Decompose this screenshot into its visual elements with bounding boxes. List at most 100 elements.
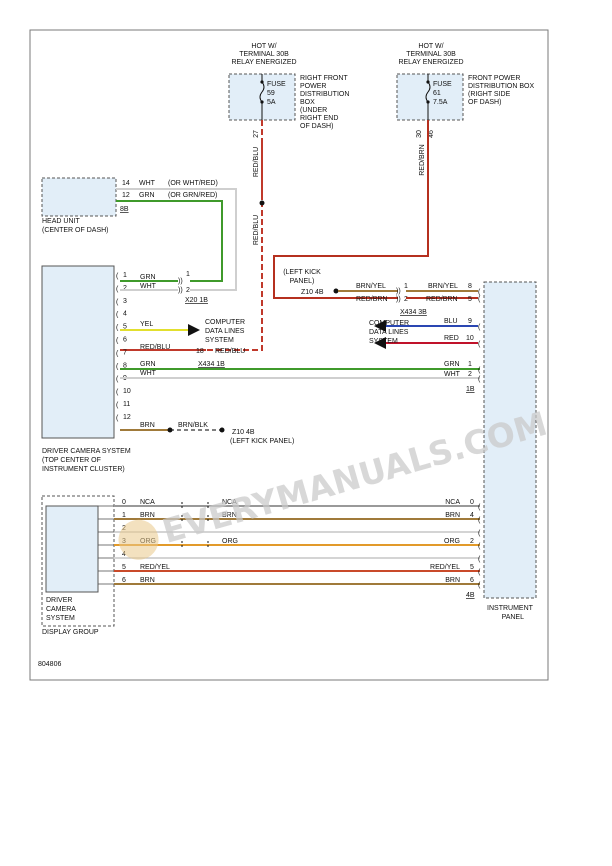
instrument-panel: INSTRUMENT PANEL bbox=[483, 281, 537, 621]
ip-terminal-icon: ( bbox=[478, 556, 481, 563]
camera-name-1: DRIVER CAMERA SYSTEM bbox=[42, 448, 131, 455]
ip-computer-2: DATA LINES bbox=[369, 329, 409, 336]
ground-point-icon bbox=[333, 288, 339, 294]
wire-grn-head bbox=[116, 200, 223, 282]
head-unit-wire-12: GRN bbox=[139, 192, 155, 199]
camera-pin-terminal-icon: ( bbox=[116, 402, 119, 409]
fuse61-header-3: RELAY ENERGIZED bbox=[398, 59, 463, 66]
camera-pin-terminal-icon: ( bbox=[116, 376, 119, 383]
kick-row1-ip: 8 bbox=[468, 283, 472, 290]
head-unit-connector: 8B bbox=[120, 206, 129, 213]
wire-wht-head bbox=[116, 188, 237, 291]
ip-terminal-icon: ( bbox=[478, 517, 481, 524]
kick-panel: (LEFT KICK PANEL) Z10 4B BRN/YEL RED/BRN… bbox=[283, 269, 478, 316]
ip-name-2: PANEL bbox=[502, 614, 525, 621]
fuse61-rating: 7.5A bbox=[433, 99, 448, 106]
display-ip-pin: 2 bbox=[470, 538, 474, 545]
display-name-3: SYSTEM bbox=[46, 615, 75, 622]
ip-terminal-icon: ( bbox=[478, 543, 481, 550]
splice-point bbox=[259, 200, 265, 206]
ip-terminal-icon: ( bbox=[478, 530, 481, 537]
display-pin-number: 1 bbox=[122, 512, 126, 519]
fuse61-number: 61 bbox=[433, 90, 441, 97]
camera-wire-label: BRN bbox=[140, 422, 155, 429]
display-wire-mid: NCA bbox=[222, 499, 237, 506]
camera-pin-number: 2 bbox=[123, 285, 127, 292]
fuse61-header-1: HOT W/ bbox=[418, 43, 443, 50]
camera-pin-number: 6 bbox=[123, 337, 127, 344]
display-wire-right: ORG bbox=[444, 538, 460, 545]
ip-terminal-icon: ( bbox=[478, 367, 481, 374]
display-pin-number: 0 bbox=[122, 499, 126, 506]
head-unit-wire-14: WHT bbox=[139, 180, 156, 187]
camera-name-2: (TOP CENTER OF bbox=[42, 457, 101, 464]
camera-pin-terminal-icon: ( bbox=[116, 312, 119, 319]
ip-wire-grn: GRN bbox=[444, 361, 460, 368]
camera-pin-terminal-icon: ( bbox=[116, 350, 119, 357]
ip-name-1: INSTRUMENT bbox=[487, 605, 534, 612]
x20-label: X20 1B bbox=[185, 297, 208, 304]
head-unit-pin-14: 14 bbox=[122, 180, 130, 187]
ip-terminal-icon: ( bbox=[478, 296, 481, 303]
camera-wire-label: WHT bbox=[140, 370, 157, 377]
kick-row1-num: 1 bbox=[404, 283, 408, 290]
camera-pin-list: 1(2(3(4(5(6(7(8(9(10(11(12(GRNWHTYELRED/… bbox=[116, 272, 170, 429]
cam-computer-3: SYSTEM bbox=[205, 337, 234, 344]
ip-terminal-icon: ( bbox=[478, 324, 481, 331]
camera-wire-label: WHT bbox=[140, 283, 157, 290]
kick-row2-ip: 5 bbox=[468, 296, 472, 303]
camera-wire-label: GRN bbox=[140, 274, 156, 281]
ip-terminal-icon: ( bbox=[478, 376, 481, 383]
ip-data-red-pin: 10 bbox=[466, 335, 474, 342]
fuse59-loc-2: POWER bbox=[300, 83, 326, 90]
display-wire-mid: ORG bbox=[222, 538, 238, 545]
fuse59-loc-5: (UNDER bbox=[300, 107, 327, 114]
kick-symbol-1: )) bbox=[396, 288, 401, 295]
display-group: DRIVER CAMERA SYSTEM DISPLAY GROUP bbox=[41, 495, 115, 636]
display-wire-left: BRN bbox=[140, 512, 155, 519]
kick-symbol-2: )) bbox=[396, 296, 401, 303]
fuse59-pin: 27 bbox=[253, 130, 260, 138]
kick-ground: Z10 4B bbox=[301, 289, 324, 296]
ip-computer-1: COMPUTER bbox=[369, 320, 409, 327]
display-pin-number: 4 bbox=[122, 551, 126, 558]
display-wire-right: RED/YEL bbox=[430, 564, 460, 571]
display-wire-left: NCA bbox=[140, 499, 155, 506]
x434-label: X434 1B bbox=[198, 361, 225, 368]
display-pin-number: 5 bbox=[122, 564, 126, 571]
ip-connector-marks: (((((( bbox=[478, 289, 481, 383]
display-wire-left: BRN bbox=[140, 577, 155, 584]
fuse59-wire-label: RED/BLU bbox=[253, 147, 260, 177]
display-ip-pin: 4 bbox=[470, 512, 474, 519]
ip-data-blu: BLU bbox=[444, 318, 458, 325]
gnd-wire-label: BRN/BLK bbox=[178, 422, 208, 429]
watermark-logo-icon bbox=[118, 519, 159, 560]
display-name-1: DRIVER bbox=[46, 597, 72, 604]
fuse61-label: FUSE bbox=[433, 81, 452, 88]
kick-row2-lw: RED/BRN bbox=[356, 296, 388, 303]
camera-pin-terminal-icon: ( bbox=[116, 415, 119, 422]
fuse59-wire-label-2: RED/BLU bbox=[253, 215, 260, 245]
fuse59-loc-1: RIGHT FRONT bbox=[300, 75, 348, 82]
head-unit-name-2: (CENTER OF DASH) bbox=[42, 227, 109, 234]
display-wire-right: BRN bbox=[445, 512, 460, 519]
wire-red-brn bbox=[273, 120, 429, 299]
display-wire-right: BRN bbox=[445, 577, 460, 584]
ground-point-icon bbox=[219, 427, 225, 433]
x20-pin-2: 2 bbox=[186, 287, 190, 294]
camera-pin-number: 7 bbox=[123, 349, 127, 356]
kick-label: X434 3B bbox=[400, 309, 427, 316]
fuse61-loc-4: OF DASH) bbox=[468, 99, 501, 106]
fuse59-loc-4: BOX bbox=[300, 99, 315, 106]
head-unit-pin-12: 12 bbox=[122, 192, 130, 199]
display-camera-box bbox=[45, 505, 99, 593]
fuse61-wire-label: RED/BRN bbox=[419, 144, 426, 176]
camera-pin-terminal-icon: ( bbox=[116, 338, 119, 345]
fuse61-loc-3: (RIGHT SIDE bbox=[468, 91, 511, 98]
figure-id: 804806 bbox=[38, 661, 61, 668]
camera-name-3: INSTRUMENT CLUSTER) bbox=[42, 466, 125, 473]
camera-pin-number: 5 bbox=[123, 324, 127, 331]
camera-pin-terminal-icon: ( bbox=[116, 389, 119, 396]
driver-camera-system: DRIVER CAMERA SYSTEM (TOP CENTER OF INST… bbox=[41, 265, 131, 473]
